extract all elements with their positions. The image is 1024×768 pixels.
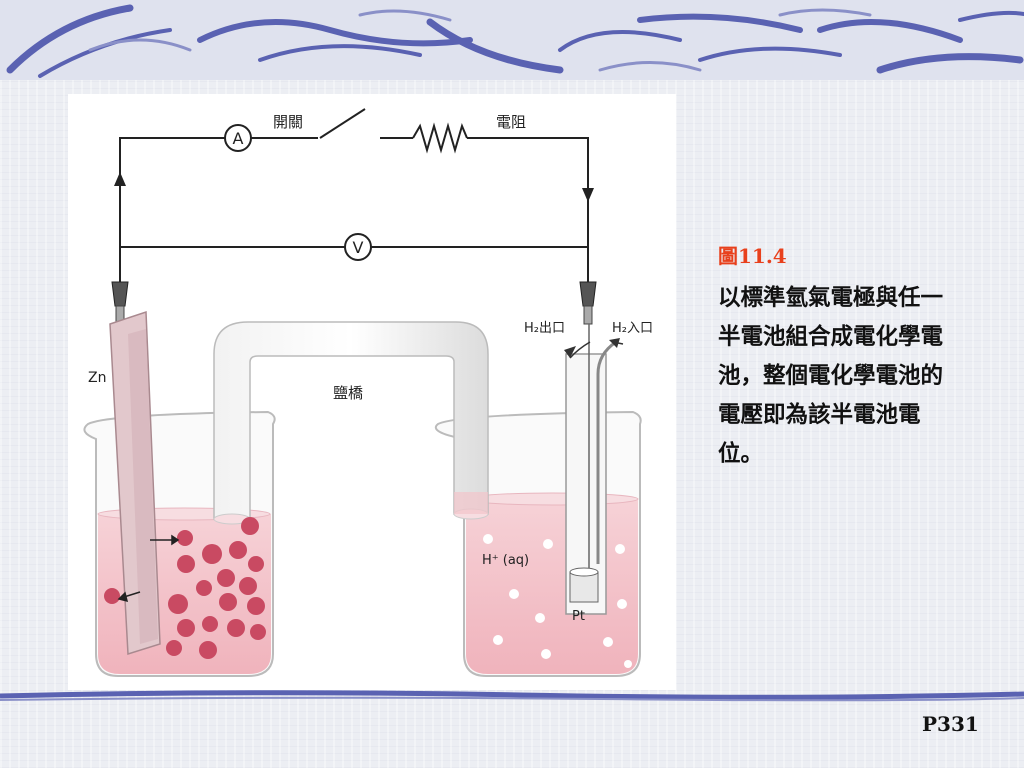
hydrogen-bubbles [483,534,632,668]
decorative-bottom-band [0,690,1024,702]
resistor-label: 電阻 [496,113,526,131]
right-alligator-clip [579,247,597,325]
electrochemical-cell-figure: A V 開關 電阻 [68,94,676,690]
hydrogen-ion-label: H⁺ (aq) [482,553,529,568]
ion-arrows [117,534,180,603]
platinum-label: Pt [572,609,585,624]
h2-inlet-label: H₂入口 [612,321,653,336]
h2-outlet-label: H₂出口 [524,321,565,336]
switch-label: 開關 [273,113,303,131]
current-down-arrow-icon [582,188,594,202]
decorative-top-band [0,0,1024,80]
zinc-ions [104,517,266,659]
page-number: P331 [922,712,979,736]
ammeter-label: A [233,129,244,148]
ammeter-symbol: A [224,124,252,152]
voltmeter-label: V [353,238,364,257]
zinc-electrode [109,310,161,656]
salt-bridge-label: 鹽橋 [333,384,363,402]
figure-caption: 圖11.4 以標準氫氣電極與任一半電池組合成電化學電池，整個電化學電池的電壓即為… [718,240,958,474]
left-alligator-clip [111,247,129,325]
current-up-arrow-icon [114,172,126,186]
zinc-label: Zn [88,370,106,386]
circuit-wires [119,108,589,277]
caption-title: 圖11.4 [718,244,787,268]
salt-bridge [213,321,489,525]
caption-body: 以標準氫氣電極與任一半電池組合成電化學電池，整個電化學電池的電壓即為該半電池電位… [718,285,944,467]
voltmeter-symbol: V [344,233,372,261]
hydrogen-electrode [564,324,624,615]
cell-diagram: A V 開關 電阻 [83,108,653,677]
